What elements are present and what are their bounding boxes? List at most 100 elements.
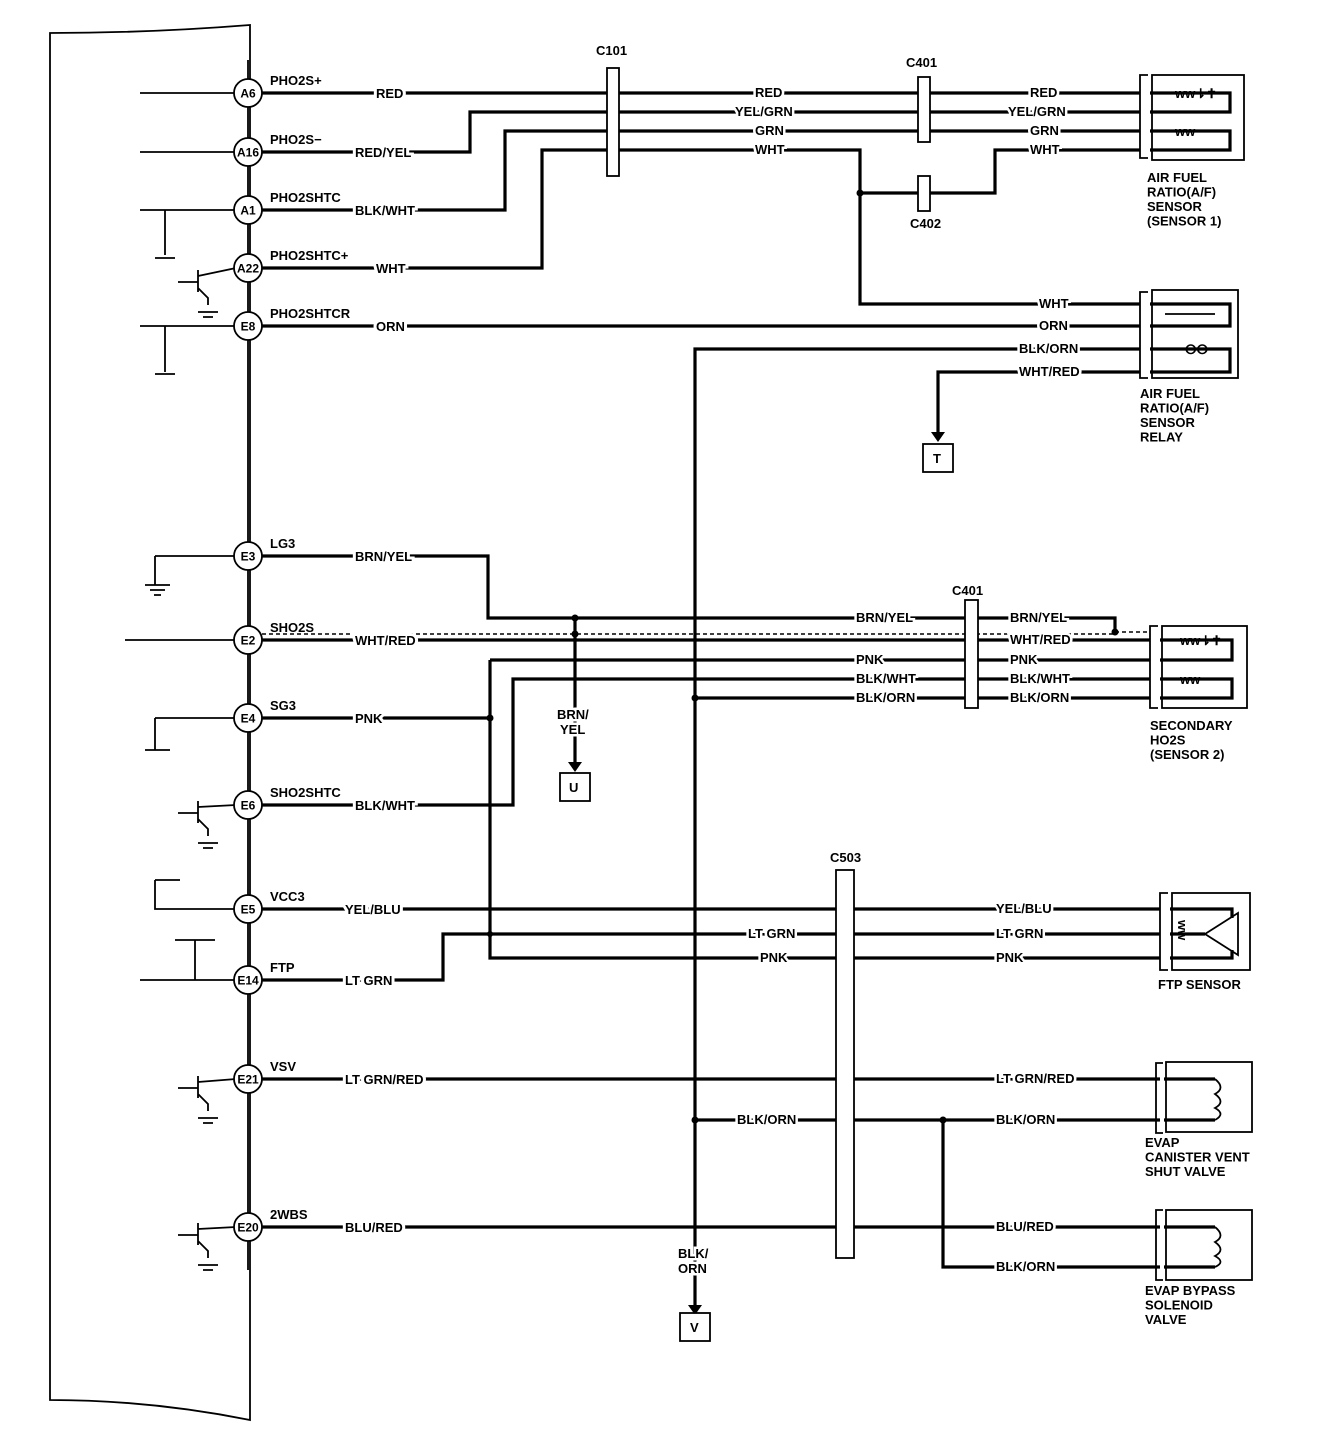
wire-label: LT GRN (996, 926, 1043, 941)
bypass-bracket (1155, 1209, 1163, 1281)
pin-circle (233, 965, 263, 995)
component-label-af-sensor: AIR FUEL (1147, 170, 1207, 185)
pin-wire-color: RED (376, 86, 403, 101)
wire-label: LT GRN/RED (996, 1071, 1074, 1086)
wire-label: ORN (678, 1261, 707, 1276)
wire-label: PNK (996, 950, 1024, 965)
wire-label: WHT (1039, 296, 1069, 311)
pin-circle (233, 1212, 263, 1242)
ref-t-box (922, 443, 954, 473)
pin-circle (233, 541, 263, 571)
junction-dot (571, 630, 579, 638)
af-relay-internal (1150, 302, 1232, 374)
component-label-ho2s: SECONDARY (1150, 718, 1233, 733)
wire-label: WHT (1030, 142, 1060, 157)
pin-wire-color: LT GRN/RED (345, 1072, 423, 1087)
connector-c101 (606, 67, 620, 177)
component-label-ftp: FTP SENSOR (1158, 977, 1241, 992)
pin-wire-color: WHT (376, 261, 406, 276)
ref-t: T (933, 451, 941, 466)
pin-wire-color: BLU/RED (345, 1220, 403, 1235)
wire-label: RED (1030, 85, 1057, 100)
ecm-box (49, 24, 251, 1422)
pin-signal-name: VCC3 (270, 889, 305, 904)
pin-circle (233, 311, 263, 341)
pin-signal-name: SHO2SHTC (270, 785, 341, 800)
resistor-icon: ww (1174, 124, 1196, 139)
pin-id: E8 (241, 320, 256, 334)
pin-wire-color: LT GRN (345, 973, 392, 988)
component-label-ho2s: HO2S (1150, 733, 1186, 748)
connector-c401-mid (964, 599, 979, 709)
heater-resistor-icon: ww⇂✝ (1174, 86, 1217, 101)
wire-label: WHT (755, 142, 785, 157)
resistor-icon: ww (1179, 672, 1201, 687)
wire-label: YEL (560, 722, 585, 737)
resistor-icon: ww (1175, 919, 1190, 941)
pin-id: E6 (241, 799, 256, 813)
wire-e3-brnyel (262, 554, 1117, 632)
pin-wire-color: WHT/RED (355, 633, 416, 648)
pin-circle (233, 137, 263, 167)
component-label-af-relay: SENSOR (1140, 415, 1196, 430)
wire-label: BLK/ORN (996, 1259, 1055, 1274)
component-label-af-relay: RELAY (1140, 430, 1183, 445)
ground-icon (145, 584, 170, 751)
wire-label: BRN/YEL (856, 610, 913, 625)
wire-e6-blkwht (262, 677, 1150, 807)
pin-signal-name: PHO2S− (270, 132, 322, 147)
component-label-vent: CANISTER VENT (1145, 1150, 1250, 1165)
pin-id: A22 (237, 262, 259, 276)
pin-signal-name: 2WBS (270, 1207, 308, 1222)
wire-label: BLK/ORN (996, 1112, 1055, 1127)
ftp-internal (1170, 907, 1234, 960)
pin-signal-name: SHO2S (270, 620, 314, 635)
coil-icon (1213, 1226, 1222, 1268)
pin-id: E5 (241, 903, 256, 917)
wire-c402-wht (860, 148, 1140, 195)
vent-bracket (1155, 1062, 1163, 1134)
component-label-bypass: VALVE (1145, 1312, 1187, 1327)
pin-wire-color: RED/YEL (355, 145, 411, 160)
wire-label: BLK/WHT (856, 671, 916, 686)
pin-id: E21 (237, 1073, 259, 1087)
wire-label: BRN/ (557, 707, 589, 722)
ref-v: V (690, 1320, 699, 1335)
pin-circle (233, 253, 263, 283)
wire-label: BLK/ORN (1010, 690, 1069, 705)
pin-id: A16 (237, 146, 259, 160)
wire-e14-ltgrn (262, 932, 1160, 982)
pin-circle (233, 703, 263, 733)
pin-circle (233, 195, 263, 225)
pin-signal-name: PHO2SHTCR (270, 306, 351, 321)
af-relay-bracket (1139, 291, 1148, 379)
pin-signal-name: SG3 (270, 698, 296, 713)
pin-circle (233, 625, 263, 655)
wire-label: BLK/ORN (1019, 341, 1078, 356)
af-sensor-internal (1150, 91, 1232, 152)
transistor-icon (178, 267, 237, 1271)
pin-id: E3 (241, 550, 256, 564)
pin-signal-name: PHO2SHTC (270, 190, 341, 205)
component-label-af-relay: RATIO(A/F) (1140, 401, 1209, 416)
wire-label: YEL/GRN (735, 104, 793, 119)
label-c402: C402 (910, 216, 941, 231)
arrow-u (568, 762, 582, 772)
wire-labels: RED YEL/GRN GRN WHT RED YEL/GRN GRN WHT … (555, 83, 1083, 1279)
wire-label: BLK/ORN (856, 690, 915, 705)
pin-circle (233, 1064, 263, 1094)
component-label-bypass: SOLENOID (1145, 1298, 1213, 1313)
pin-circle (233, 790, 263, 820)
pin-id: E4 (241, 712, 256, 726)
pin-wire-color: BLK/WHT (355, 798, 415, 813)
ecm-pin-e6: E6 SHO2SHTC BLK/WHT (233, 785, 418, 820)
label-c101: C101 (596, 43, 627, 58)
label-c401-top: C401 (906, 55, 937, 70)
ho2s-bracket (1149, 625, 1158, 709)
